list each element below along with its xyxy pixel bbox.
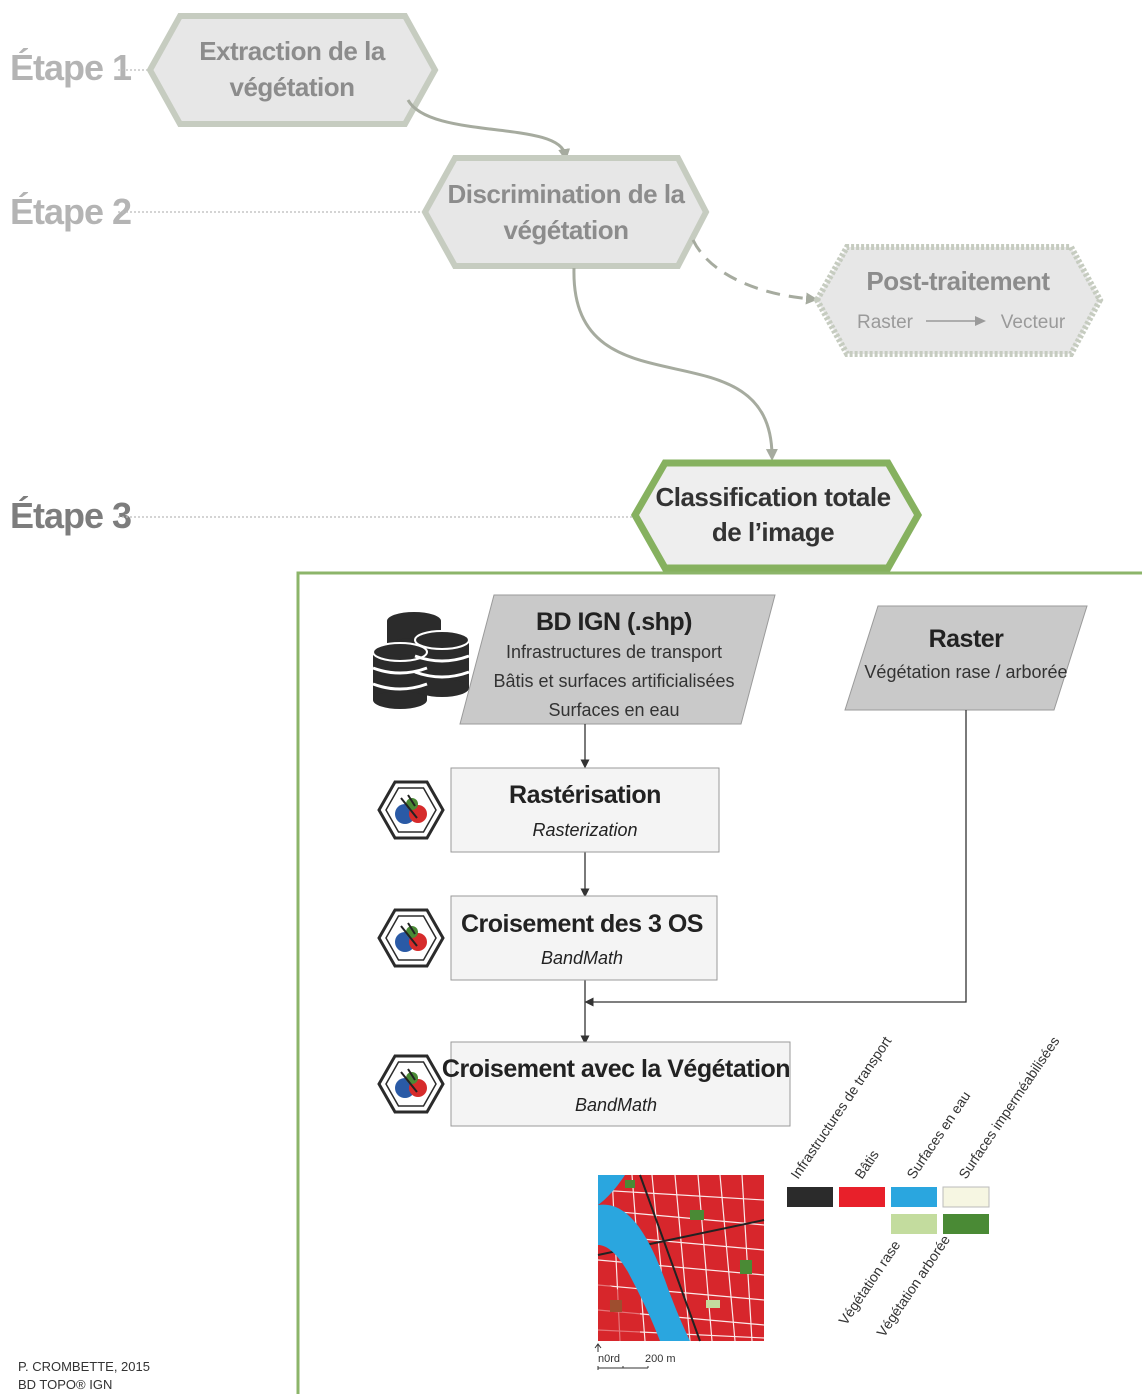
otb-icon [377,1054,445,1114]
database-icon [372,612,470,709]
map-north-label: n0rd [598,1353,620,1365]
process-title: Rastérisation [509,781,661,809]
process-subtitle: BandMath [541,948,623,968]
legend: Infrastructures de transport Bâtis Surfa… [787,1033,1062,1340]
process-rasterisation: Rastérisation Rasterization [450,767,720,853]
legend-label: Bâtis [851,1147,882,1182]
credit-author: P. CROMBETTE, 2015 [18,1359,150,1374]
detail-frame [296,571,1142,1394]
legend-swatch [839,1187,885,1207]
step-extraction-node: Extraction de la végétation [146,13,439,127]
process-subtitle: BandMath [575,1095,657,1115]
discrimination-line2: végétation [503,215,628,245]
post-treatment-to: Vecteur [1001,312,1066,333]
classification-line2: de l’image [712,517,834,547]
post-treatment-title: Post-traitement [866,266,1050,296]
arrow-raster-to-merge [584,710,967,1007]
bd-ign-title: BD IGN (.shp) [536,608,692,636]
process-croisement-vegetation: Croisement avec la Végétation BandMath [442,1041,791,1127]
arrow-discrimination-to-classification [572,267,778,461]
stage-2-label: Étape 2 [10,191,131,232]
map-scale-label: 200 m [645,1353,676,1365]
classification-map [597,1174,765,1342]
extraction-line2: végétation [229,72,354,102]
post-treatment-from: Raster [857,312,914,333]
input-bd-ign: BD IGN (.shp) Infrastructures de transpo… [459,594,776,725]
stage-3-label: Étape 3 [10,495,131,536]
credit-source: BD TOPO® IGN [18,1377,112,1392]
north-arrow-icon [594,1343,602,1352]
bd-ign-line: Bâtis et surfaces artificialisées [493,671,734,691]
step-discrimination-node: Discrimination de la végétation [421,155,710,269]
step-classification-node: Classification totale de l’image [630,459,923,572]
raster-title: Raster [929,625,1005,653]
bd-ign-line: Infrastructures de transport [506,642,722,662]
scale-bar [597,1366,649,1370]
legend-swatch [891,1214,937,1234]
step-post-treatment-node: Post-traitement Raster Vecteur [813,244,1104,357]
process-title: Croisement avec la Végétation [442,1055,790,1083]
process-title: Croisement des 3 OS [461,910,703,938]
arrow-extraction-to-discrimination [406,99,571,161]
otb-icon [377,908,445,968]
extraction-line1: Extraction de la [199,36,386,66]
otb-icon [377,780,445,840]
bd-ign-line: Surfaces en eau [548,700,679,720]
discrimination-line1: Discrimination de la [447,179,685,209]
arrow-discrimination-to-post [691,239,818,305]
process-subtitle: Rasterization [532,820,637,840]
input-raster: Raster Végétation rase / arborée [844,605,1088,711]
legend-swatch [943,1214,989,1234]
legend-swatch [942,1186,990,1208]
legend-label: Surfaces imperméabilisées [955,1033,1062,1181]
legend-swatch [787,1187,833,1207]
raster-line: Végétation rase / arborée [864,662,1067,682]
classification-line1: Classification totale [655,482,890,512]
stage-1-label: Étape 1 [10,47,132,88]
legend-swatch [891,1187,937,1207]
process-croisement-3os: Croisement des 3 OS BandMath [450,895,718,981]
